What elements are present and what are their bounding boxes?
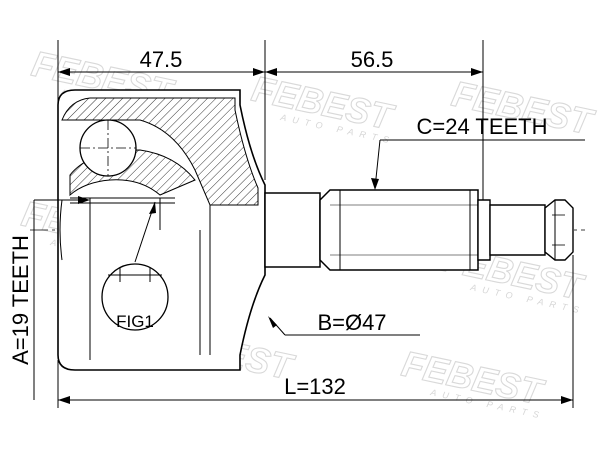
dimension-47-5: 47.5 (140, 47, 183, 72)
shaft-tip (544, 199, 574, 261)
dimension-top (58, 68, 483, 76)
threaded-end (489, 204, 546, 256)
inner-race (59, 197, 211, 360)
fig1-label: FIG1 (116, 312, 154, 331)
spline-shaft (319, 189, 479, 271)
shaft-neck (477, 199, 491, 261)
fig1-callout (101, 263, 169, 331)
diameter-label: B=Ø47 (317, 310, 386, 335)
inner-spline-label: A=19 TEETH (8, 235, 33, 365)
total-length-label: L=132 (284, 374, 346, 399)
stem-shoulder (264, 192, 321, 268)
dimension-56-5: 56.5 (351, 47, 394, 72)
outer-spline-label: C=24 TEETH (416, 114, 547, 139)
housing-section-hatch (61, 97, 259, 206)
extension-lines (57, 40, 574, 408)
